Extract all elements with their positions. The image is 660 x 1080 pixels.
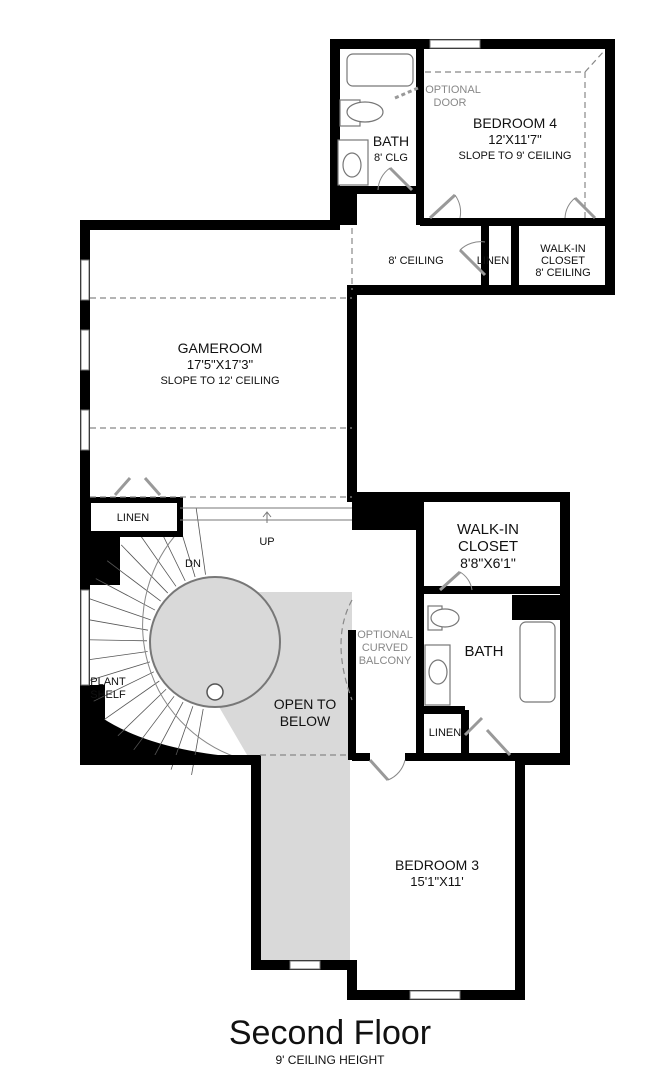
windows [80, 39, 481, 1000]
stair-tread [195, 508, 206, 575]
walkin-upper-3: 8' CEILING [535, 267, 590, 279]
walkin-upper-1: WALK-IN [540, 243, 585, 255]
stair-tread [117, 688, 167, 737]
stair-tread [93, 671, 155, 702]
stair-outer-arc [142, 529, 246, 761]
bath-right-label: BATH [465, 643, 504, 660]
stair-tread [81, 618, 149, 631]
bath-upper-note: 8' CLG [374, 152, 408, 164]
ceiling-lines [90, 49, 606, 756]
gameroom-name: GAMEROOM [178, 340, 263, 356]
linen-left-label: LINEN [117, 512, 149, 524]
stair-tread [80, 639, 148, 642]
hall-ceiling-label: 8' CEILING [388, 255, 443, 267]
stair-tread [85, 661, 151, 682]
bath-upper-name: BATH [373, 133, 409, 149]
gameroom-size: 17'5"X17'3" [187, 357, 254, 372]
up-label: UP [259, 536, 274, 548]
optional-door-label-2: DOOR [434, 97, 467, 109]
stair-tread [104, 680, 160, 720]
stair-tread [120, 544, 169, 594]
fixtures [337, 53, 556, 706]
linen-right-label: LINEN [429, 727, 461, 739]
linen-upper-label: LINEN [477, 255, 509, 267]
bedroom3-name: BEDROOM 3 [395, 857, 479, 873]
walkin-upper-2: CLOSET [541, 255, 585, 267]
doors [113, 86, 597, 782]
optional-balcony-1: OPTIONAL [357, 629, 413, 641]
gameroom-note: SLOPE TO 12' CEILING [160, 375, 279, 387]
stair-landing [180, 507, 352, 523]
stair-tread [137, 531, 177, 587]
bedroom4-note: SLOPE TO 9' CEILING [459, 150, 572, 162]
dn-label: DN [185, 558, 201, 570]
stair-tread [81, 651, 148, 662]
spiral-stair [80, 508, 206, 776]
stair-tread [87, 597, 151, 621]
floor-subtitle: 9' CEILING HEIGHT [275, 1053, 385, 1067]
stair-tread [106, 560, 161, 602]
bedroom4-size: 12'X11'7" [488, 132, 542, 147]
walkin-right-2: CLOSET [458, 538, 518, 555]
plant-shelf-2: SHELF [90, 689, 126, 701]
floor-title: Second Floor [228, 1014, 432, 1052]
optional-balcony-3: BALCONY [359, 655, 412, 667]
bedroom4-name: BEDROOM 4 [473, 115, 557, 131]
optional-door-label-1: OPTIONAL [425, 84, 481, 96]
open-to-below-2: BELOW [280, 713, 331, 729]
stair-tread [151, 701, 184, 762]
bedroom3-size: 15'1"X11' [410, 874, 463, 889]
stair-tread [191, 708, 204, 776]
walkin-right-1: WALK-IN [457, 521, 519, 538]
interior-walls [85, 44, 610, 761]
optional-balcony-2: CURVED [362, 642, 408, 654]
stair-tread [95, 578, 156, 611]
open-to-below-1: OPEN TO [274, 696, 337, 712]
stair-well [149, 576, 281, 708]
stair-newel [206, 683, 224, 701]
plant-shelf-1: PLANT [90, 676, 126, 688]
room-labels: BEDROOM 4 12'X11'7" SLOPE TO 9' CEILING … [90, 84, 590, 889]
walkin-right-3: 8'8"X6'1" [460, 555, 516, 571]
